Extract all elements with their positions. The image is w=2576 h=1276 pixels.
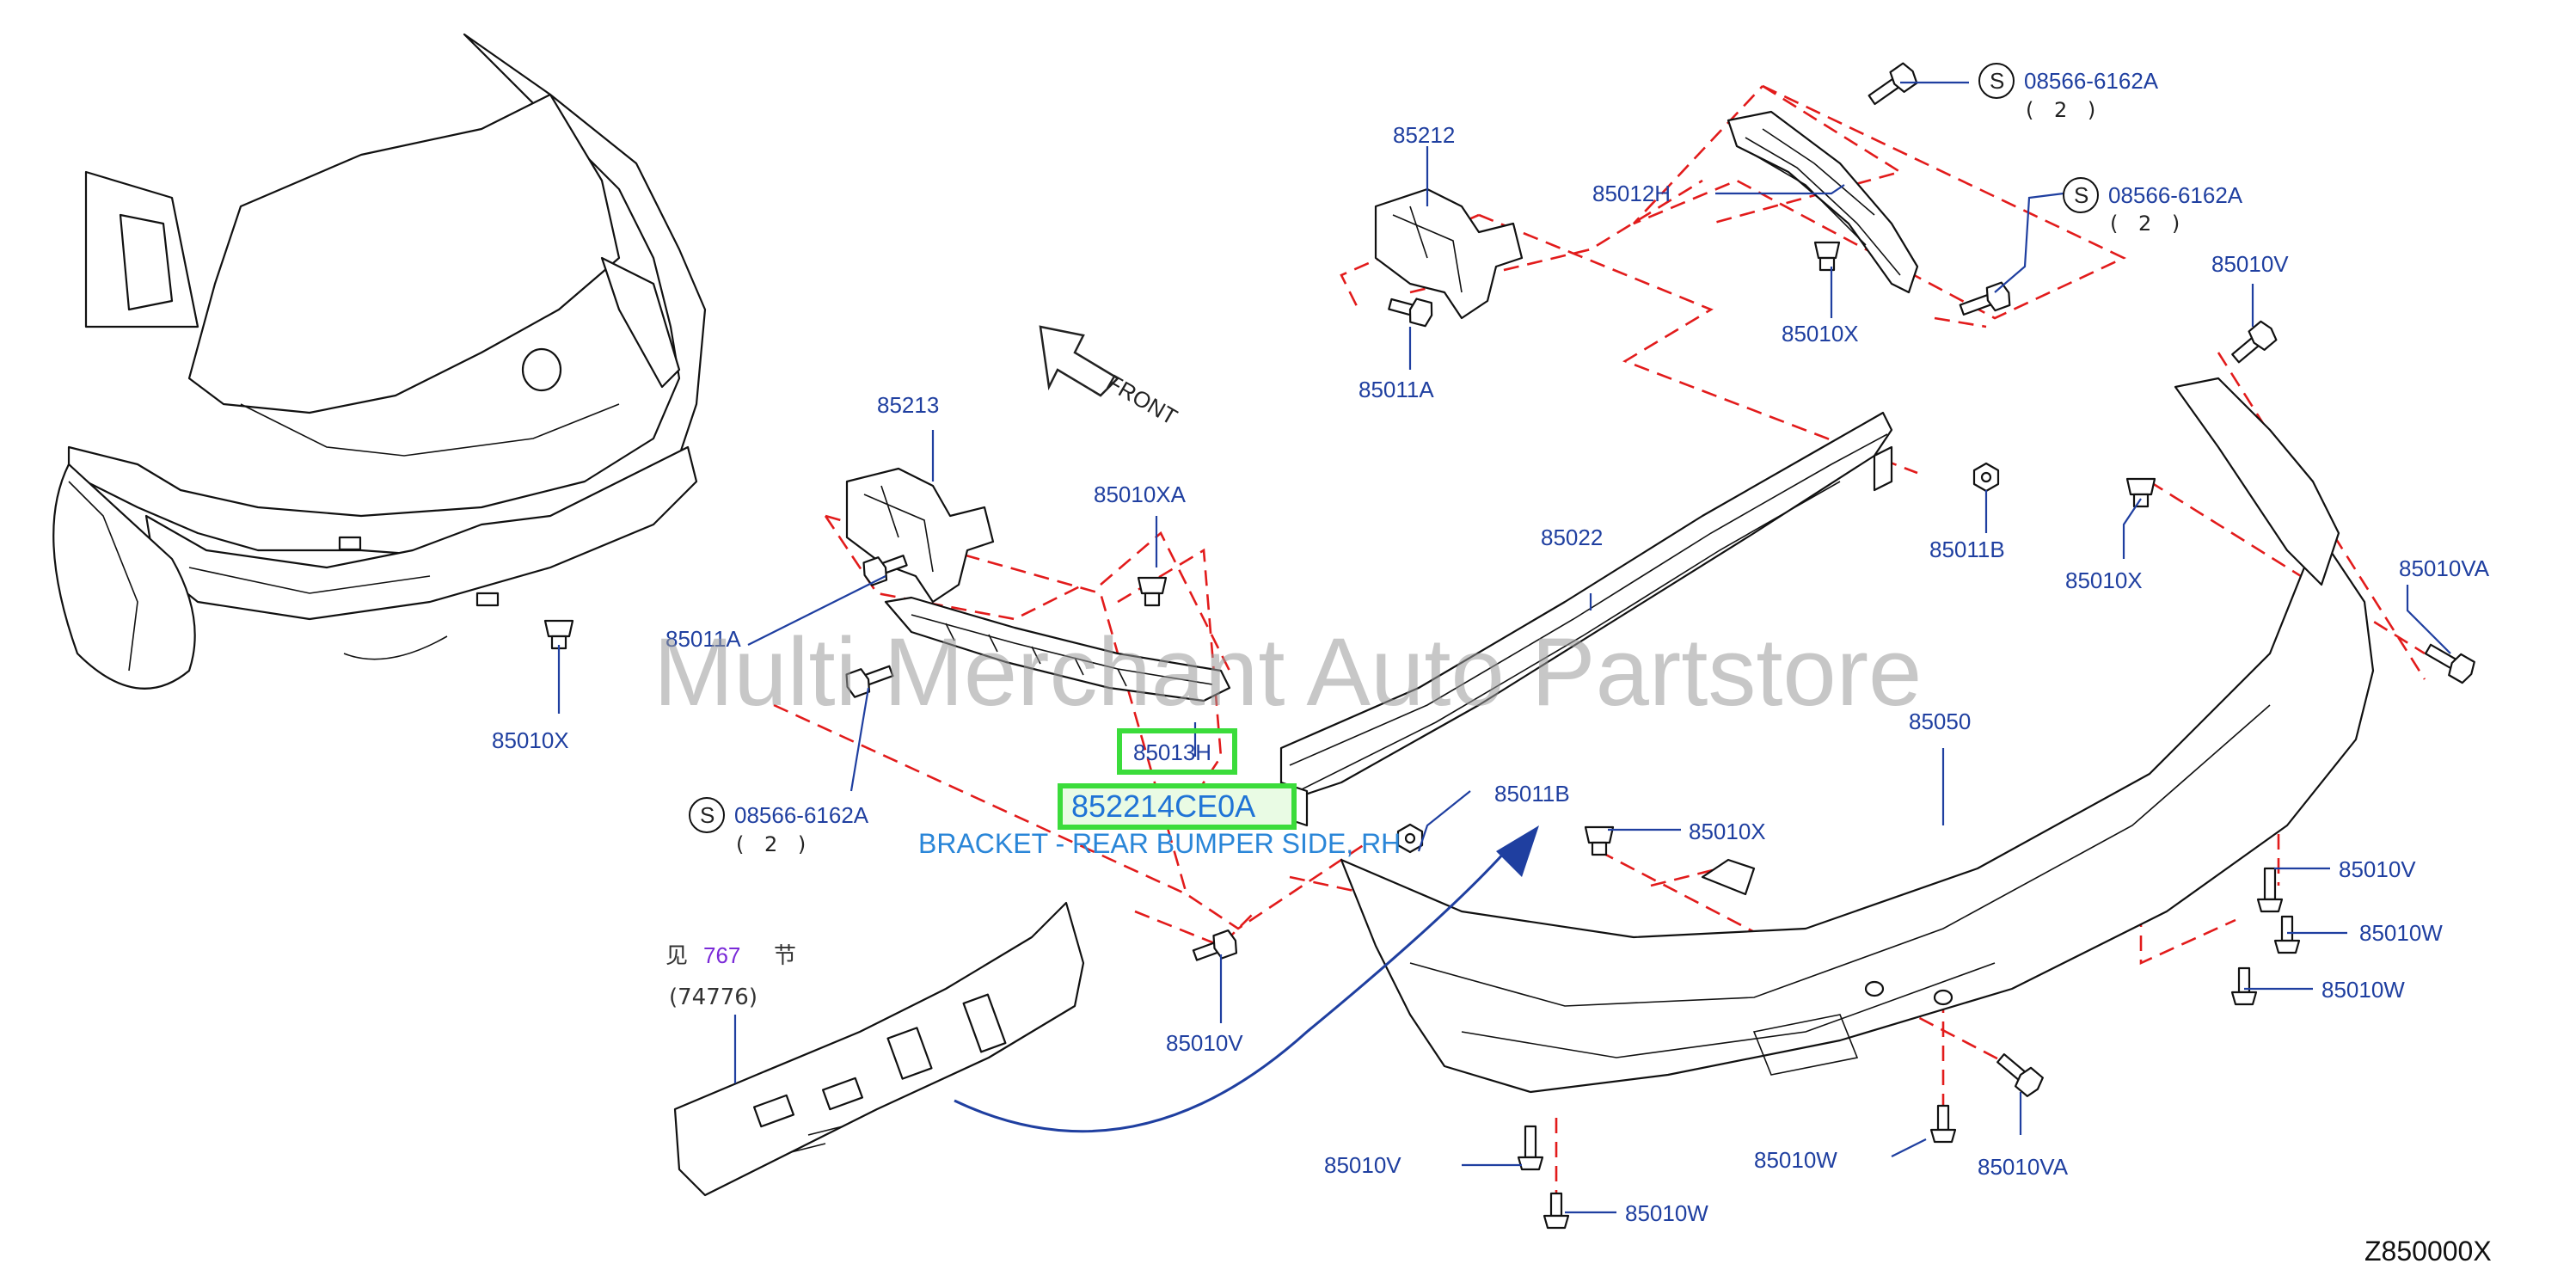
bolt-icon (1868, 62, 1918, 106)
qty-label-3: ( 2 ) (736, 832, 813, 856)
part-label-85010V-bl[interactable]: 85010V (1166, 1030, 1243, 1056)
part-label-85212[interactable]: 85212 (1393, 122, 1455, 148)
part-label-85010W-r2[interactable]: 85010W (2321, 977, 2405, 1003)
screw-icon (1543, 1192, 1570, 1230)
clip-icon (543, 619, 574, 650)
bolt-icon (1996, 1053, 2044, 1097)
part-label-08566-6162A-2[interactable]: 08566-6162A (2108, 182, 2243, 208)
reference-arrow (954, 842, 1515, 1133)
clip-icon (1813, 241, 1841, 272)
part-85013H-drawing (884, 596, 1231, 702)
see-note-prefix: 见 (665, 943, 688, 969)
part-label-85022[interactable]: 85022 (1541, 525, 1603, 550)
part-label-85011B-top[interactable]: 85011B (1929, 537, 2005, 562)
part-label-85213[interactable]: 85213 (877, 392, 939, 418)
watermark-text: Multi Merchant Auto Partstore (653, 618, 1922, 726)
nut-icon (1396, 823, 1424, 854)
s-symbol-3: S (700, 802, 715, 828)
selected-part-description: BRACKET - REAR BUMPER SIDE, RH (918, 828, 1401, 859)
front-label: FRONT (1102, 369, 1182, 430)
bolt-icon (2231, 320, 2278, 364)
screw-icon (2273, 915, 2301, 954)
selected-part-number[interactable]: 852214CE0A (1071, 788, 1255, 824)
leader-lines (557, 81, 2451, 1214)
part-label-85010W-r1[interactable]: 85010W (2359, 920, 2443, 946)
highlighted-part-label[interactable]: 85013H (1133, 739, 1211, 765)
bolt-icon (1959, 281, 2011, 316)
part-label-85010W-bb[interactable]: 85010W (1625, 1200, 1708, 1226)
bolt-icon (1388, 298, 1433, 328)
s-symbol-1: S (1990, 68, 2004, 94)
screw-icon (1929, 1104, 1957, 1144)
bolt-icon (1192, 929, 1238, 961)
front-direction-indicator: FRONT (1039, 325, 1182, 430)
highlight-box-selected (1058, 783, 1297, 830)
part-label-85010XA[interactable]: 85010XA (1094, 482, 1187, 507)
clip-icon (1137, 576, 1168, 607)
part-label-85011B-mid[interactable]: 85011B (1494, 781, 1570, 807)
part-labels: 85212 85012H S 08566-6162A ( 2 ) S 08566… (492, 63, 2490, 1226)
see-note-section[interactable]: 767 (703, 942, 740, 968)
see-note-ref: (74776) (669, 985, 757, 1010)
part-label-85010V-r1[interactable]: 85010V (2339, 856, 2416, 882)
part-label-08566-6162A-1[interactable]: 08566-6162A (2024, 68, 2159, 94)
diagram-code: Z850000X (2364, 1236, 2492, 1267)
clip-icon (2125, 477, 2156, 508)
nut-icon (1972, 462, 2000, 493)
part-label-85010VA-b[interactable]: 85010VA (1978, 1154, 2069, 1180)
bolt-icon (845, 665, 894, 698)
part-85050-drawing (1340, 377, 2375, 1094)
part-label-85010X-top[interactable]: 85010X (1782, 321, 1859, 347)
part-74776-drawing (673, 901, 1085, 1197)
part-label-85010VA-right[interactable]: 85010VA (2399, 555, 2490, 581)
part-85012H-drawing (1727, 110, 1919, 294)
part-85212-drawing (1374, 187, 1524, 320)
see-note-suffix: 节 (774, 943, 796, 969)
part-label-85010W-b[interactable]: 85010W (1754, 1147, 1837, 1173)
qty-label-2: ( 2 ) (2110, 212, 2187, 236)
highlight-box-85013H (1117, 728, 1237, 775)
part-label-85010V-top[interactable]: 85010V (2211, 251, 2289, 277)
s-symbol-2: S (2074, 182, 2088, 208)
part-label-85011A-left[interactable]: 85011A (665, 626, 741, 652)
qty-label-1: ( 2 ) (2026, 98, 2102, 122)
part-label-85012H[interactable]: 85012H (1592, 181, 1671, 206)
s-symbol-icon (689, 797, 725, 833)
vehicle-outline (52, 33, 707, 690)
clip-icon (1584, 825, 1615, 856)
s-symbol-icon (1978, 63, 2015, 99)
part-label-85010V-b[interactable]: 85010V (1324, 1152, 1401, 1178)
part-label-85010X-right[interactable]: 85010X (2065, 567, 2143, 593)
part-label-08566-6162A-3[interactable]: 08566-6162A (734, 802, 869, 828)
part-label-85011A-top[interactable]: 85011A (1359, 377, 1434, 402)
screw-icon (1517, 1125, 1544, 1171)
part-label-85010X-mid[interactable]: 85010X (1689, 819, 1766, 844)
part-label-85050[interactable]: 85050 (1909, 709, 1971, 734)
screw-icon (2230, 966, 2258, 1006)
part-label-85010X-car[interactable]: 85010X (492, 727, 569, 753)
reference-arrow-head (1496, 825, 1539, 877)
bolt-icon (2424, 643, 2475, 684)
s-symbol-icon (2063, 177, 2099, 213)
screw-icon (2256, 867, 2284, 913)
see-section-note: 见 767 节 (74776) (665, 942, 796, 1010)
